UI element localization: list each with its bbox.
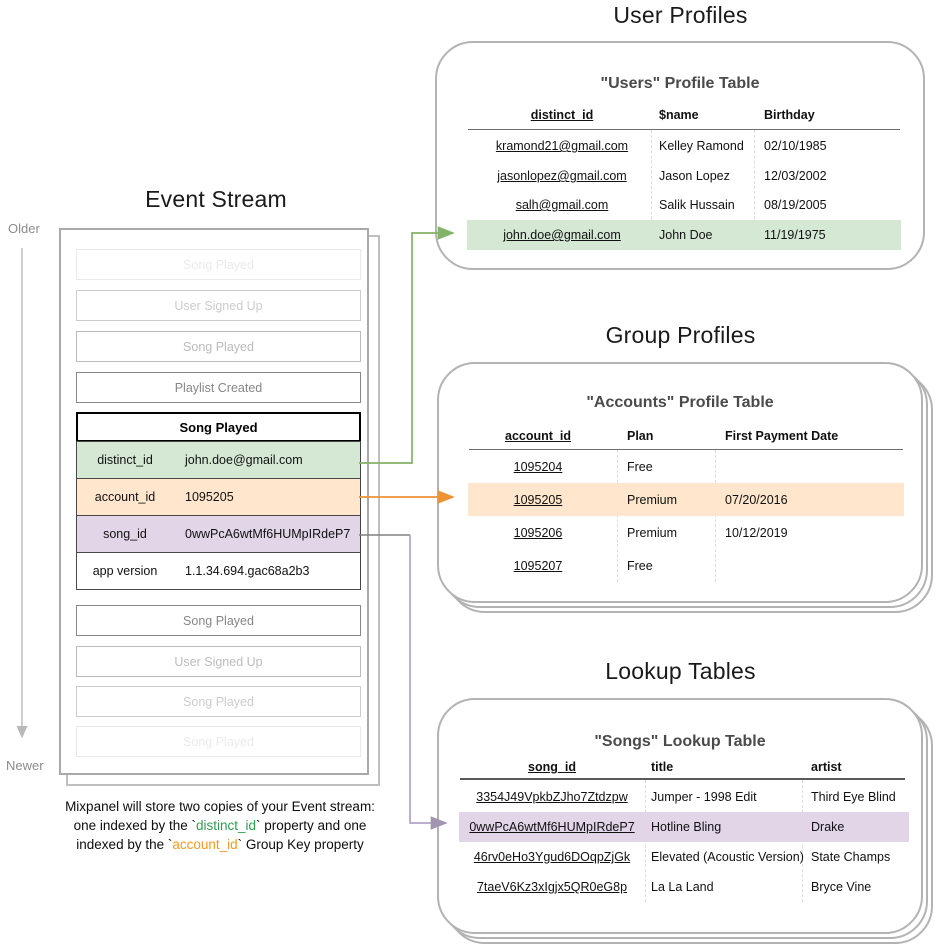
column-separator [754,130,755,250]
accounts-table-header: account_id Plan First Payment Date [468,419,904,452]
table-row-highlighted: 0wwPcA6wtMf6HUMpIRdeP7 Hotline Bling Dra… [469,820,845,834]
users-table-title: "Users" Profile Table [600,75,760,92]
property-key: song_id [103,527,147,541]
event-label: Song Played [183,694,254,709]
property-key: account_id [94,490,156,504]
header-rule [460,778,905,780]
property-value: 1.1.34.694.gac68a2b3 [185,564,310,578]
newer-label: Newer [6,758,44,773]
table-row: jasonlopez@gmail.com Jason Lopez 12/03/2… [497,169,827,183]
caption-distinct-id-keyword: distinct_id [195,818,257,833]
property-row-account-id: account_id 1095205 [76,478,361,516]
expanded-event-properties: distinct_id john.doe@gmail.com account_i… [76,441,361,590]
event-label: Song Played [183,734,254,749]
property-value: john.doe@gmail.com [185,453,303,467]
table-row: 1095206 Premium 10/12/2019 [513,525,788,540]
caption-line1: Mixpanel will store two copies of your E… [65,799,375,814]
older-label: Older [8,221,40,236]
column-header: distinct_id [530,108,594,122]
event-label: Song Played [183,339,254,354]
property-row-distinct-id: distinct_id john.doe@gmail.com [76,441,361,479]
event-label: Playlist Created [174,380,263,395]
event-box: User Signed Up [76,290,361,321]
event-box: Playlist Created [76,372,361,403]
songs-lookup-card: "Songs" Lookup Table song_id title artis… [437,698,923,934]
column-separator [617,450,618,582]
highlighted-row-background [468,483,904,516]
column-header: Birthday [764,108,815,122]
event-stream-title: Event Stream [145,186,287,212]
users-profile-card: "Users" Profile Table distinct_id $name … [435,41,925,270]
property-value: 0wwPcA6wtMf6HUMpIRdeP7 [185,527,351,541]
highlighted-row-background [467,220,901,250]
column-header: title [651,760,674,774]
accounts-profile-card: "Accounts" Profile Table account_id Plan… [437,362,923,603]
table-row-highlighted: john.doe@gmail.com John Doe 11/19/1975 [503,228,826,242]
expanded-event-title: Song Played [179,419,258,435]
table-row: 3354J49VpkbZJho7Ztdzpw Jumper - 1998 Edi… [476,790,896,804]
event-box: Song Played [76,605,361,636]
column-separator [715,450,716,582]
table-row: 1095204 Free [513,459,653,474]
column-separator [651,130,652,250]
event-stream-container: Song Played User Signed Up Song Played P… [59,228,369,775]
header-rule [469,449,903,450]
table-row: 1095207 Free [513,558,653,573]
event-box: Song Played [76,249,361,280]
songs-table-title: "Songs" Lookup Table [594,733,766,750]
property-value: 1095205 [185,490,234,504]
caption-account-id-keyword: account_id [172,837,238,852]
property-key: app version [92,564,158,578]
event-label: Song Played [183,257,254,272]
property-row-song-id: song_id 0wwPcA6wtMf6HUMpIRdeP7 [76,515,361,553]
event-label: User Signed Up [174,654,263,669]
column-header: Plan [627,428,654,443]
header-rule [468,129,900,130]
column-header: artist [811,760,842,774]
table-row: salh@gmail.com Salik Hussain 08/19/2005 [515,198,827,212]
table-row: 46rv0eHo3Ygud6DOqpZjGk Elevated (Acousti… [473,850,891,864]
songs-table-header: song_id title artist [459,752,909,782]
group-profiles-title: Group Profiles [605,322,756,348]
column-header: First Payment Date [725,428,839,443]
property-row-app-version: app version 1.1.34.694.gac68a2b3 [76,552,361,590]
caption: Mixpanel will store two copies of your E… [65,799,375,852]
event-box: Song Played [76,686,361,717]
expanded-event-header: Song Played [76,412,361,442]
column-header: song_id [528,760,576,774]
highlighted-row-background [459,812,909,842]
accounts-table-title: "Accounts" Profile Table [586,394,774,411]
event-label: User Signed Up [174,298,263,313]
table-row: 7taeV6Kz3xIgjx5QR0eG8p La La Land Bryce … [476,880,872,894]
column-header: account_id [505,428,571,443]
event-label: Song Played [183,613,254,628]
event-box: Song Played [76,726,361,757]
property-key: distinct_id [97,453,153,467]
column-header: $name [659,108,699,122]
table-row-highlighted: 1095205 Premium 07/20/2016 [513,492,788,507]
lookup-tables-title: Lookup Tables [605,658,756,684]
users-table-header: distinct_id $name Birthday [467,100,901,130]
event-box: User Signed Up [76,646,361,677]
event-box: Song Played [76,331,361,362]
table-row: kramond21@gmail.com Kelley Ramond 02/10/… [495,139,827,153]
user-profiles-title: User Profiles [613,2,748,28]
